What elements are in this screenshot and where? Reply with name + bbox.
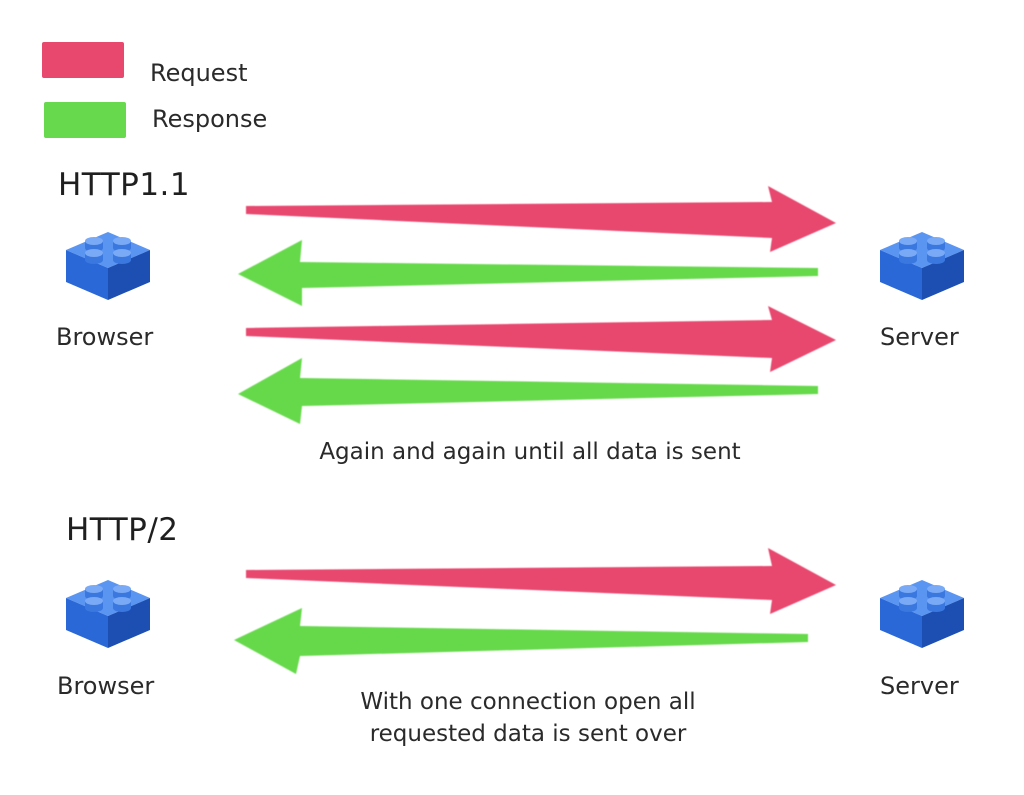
legend-response-label: Response (152, 105, 268, 133)
http11-response-arrow-1 (238, 240, 818, 306)
http11-server-label: Server (880, 323, 959, 351)
server-lego-brick-icon (880, 580, 964, 648)
http11-request-arrow-2 (246, 306, 836, 372)
http2-caption-line1: With one connection open all (360, 689, 696, 715)
legend-request-swatch (42, 42, 124, 78)
http2-response-arrow (234, 608, 808, 674)
http2-server-label: Server (880, 672, 959, 700)
browser-lego-brick-icon (66, 580, 150, 648)
server-lego-brick-icon (880, 232, 964, 300)
http2-caption: With one connection open all requested d… (300, 686, 756, 750)
http11-browser-label: Browser (56, 323, 154, 351)
http11-title: HTTP1.1 (58, 167, 191, 203)
http2-request-arrow (246, 548, 836, 614)
http2-caption-line2: requested data is sent over (369, 721, 687, 747)
http11-caption: Again and again until all data is sent (319, 439, 741, 465)
http11-request-arrow-1 (246, 186, 836, 252)
http2-title: HTTP/2 (66, 512, 179, 548)
legend-request-label: Request (150, 59, 248, 87)
browser-lego-brick-icon (66, 232, 150, 300)
http2-browser-label: Browser (57, 672, 155, 700)
http11-response-arrow-2 (238, 358, 818, 424)
legend-response-swatch (44, 102, 126, 138)
